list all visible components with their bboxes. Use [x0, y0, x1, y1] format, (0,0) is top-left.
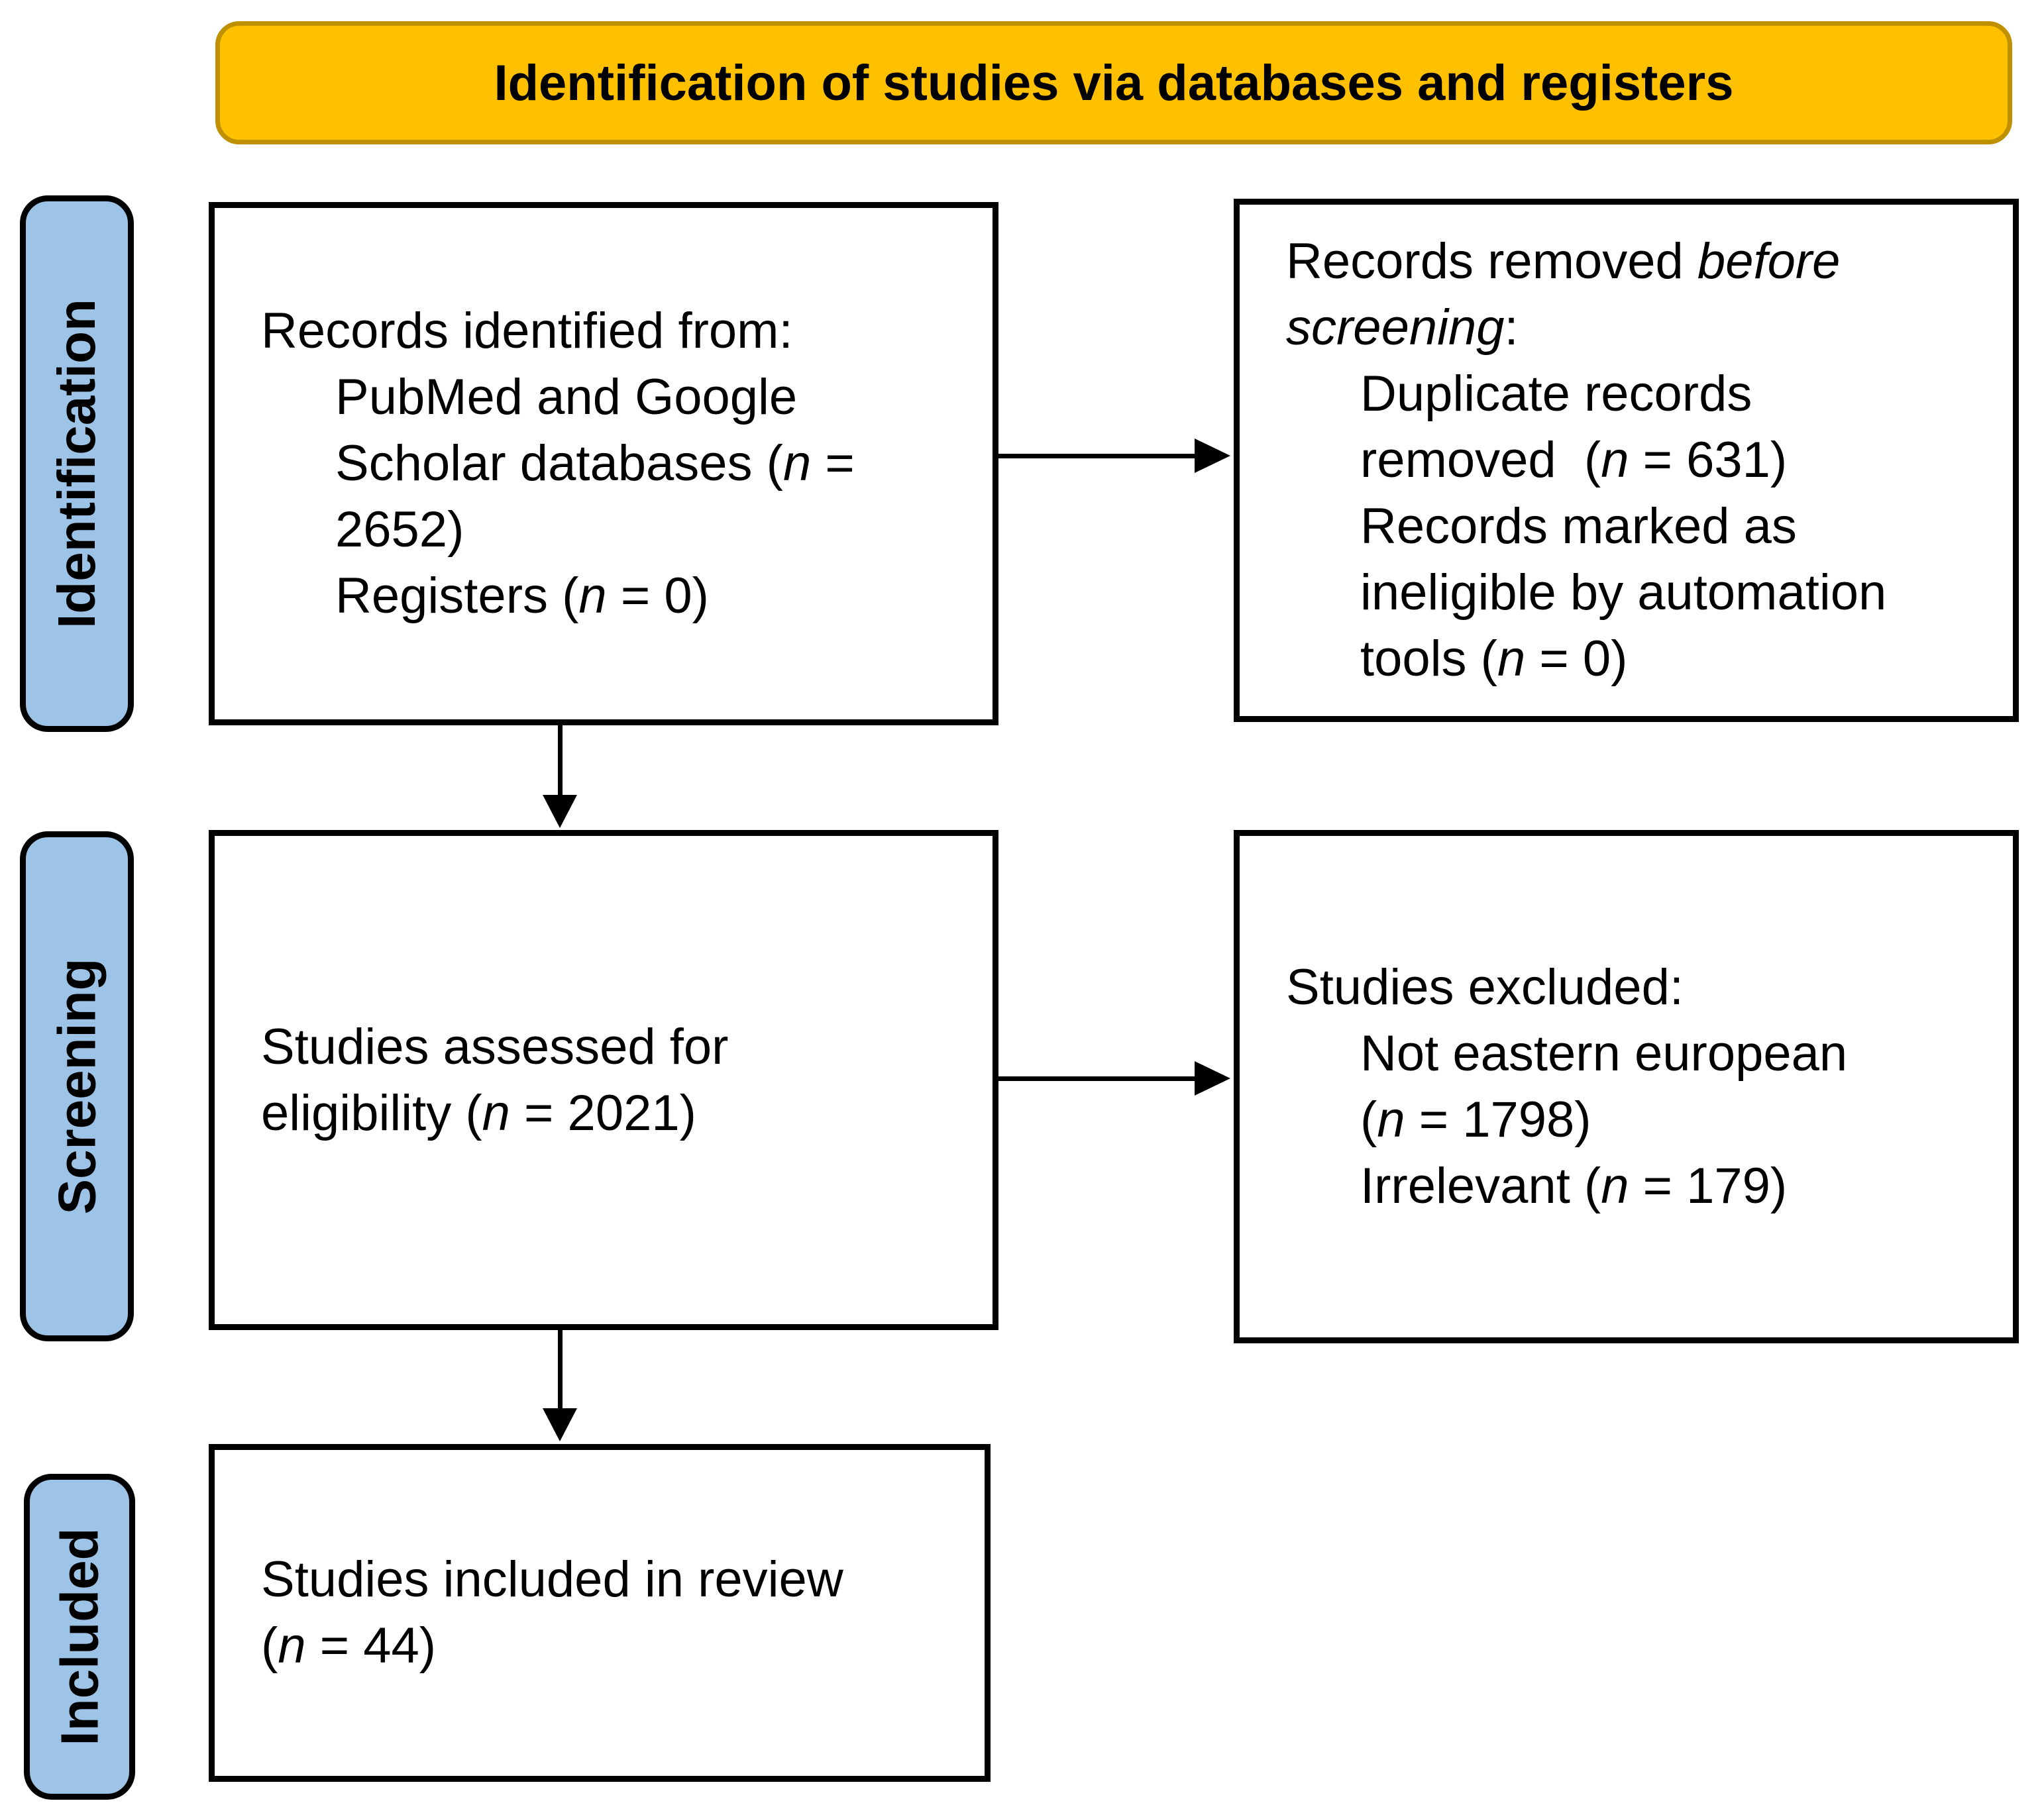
- text-line: Records marked as: [1360, 498, 1797, 554]
- header-title: Identification of studies via databases …: [494, 54, 1734, 111]
- text-line: Irrelevant (n = 179): [1360, 1157, 1788, 1214]
- arrow-identified-to-assessed-head: [543, 795, 577, 828]
- box-studies-included: Studies included in review (n = 44): [209, 1444, 991, 1782]
- text-line: Registers (n = 0): [335, 568, 709, 624]
- stage-label-included: Included: [24, 1474, 135, 1800]
- text-line: Studies excluded:: [1286, 958, 1684, 1015]
- header-banner: Identification of studies via databases …: [215, 21, 2012, 144]
- text-line: Studies included in review: [261, 1551, 843, 1608]
- arrow-assessed-to-excluded-head: [1195, 1061, 1230, 1096]
- text-line: Studies assessed for: [261, 1018, 729, 1075]
- stage-label-screening-text: Screening: [47, 958, 107, 1215]
- arrow-identified-to-removed-head: [1195, 439, 1230, 473]
- arrow-identified-to-removed-shaft: [997, 454, 1197, 458]
- text-line: screening:: [1286, 299, 1519, 356]
- text-line: tools (n = 0): [1360, 631, 1628, 687]
- arrow-assessed-to-excluded-shaft: [997, 1076, 1197, 1081]
- text-line: Records identified from:: [261, 303, 793, 359]
- text-line: Scholar databases (n =: [335, 435, 855, 491]
- stage-label-identification-text: Identification: [47, 299, 106, 629]
- text-line: Duplicate records: [1360, 366, 1752, 422]
- text-line: removed (n = 631): [1360, 432, 1788, 488]
- text-line: 2652): [335, 501, 464, 558]
- text-line: ineligible by automation: [1360, 564, 1887, 621]
- stage-label-identification: Identification: [20, 195, 134, 732]
- box-studies-assessed: Studies assessed for eligibility (n = 202…: [209, 830, 998, 1330]
- box-studies-excluded: Studies excluded: Not eastern european (n …: [1234, 830, 2019, 1343]
- stage-label-screening: Screening: [20, 831, 134, 1341]
- text-line: PubMed and Google: [335, 369, 798, 425]
- box-records-identified: Records identified from: PubMed and Googl…: [209, 202, 998, 725]
- text-line: (n = 44): [261, 1618, 437, 1674]
- box-records-removed-before-screening: Records removed before screening: Duplicat…: [1234, 199, 2019, 722]
- text-line: Not eastern european: [1360, 1025, 1848, 1082]
- text-line: Records removed before: [1286, 233, 1841, 289]
- stage-label-included-text: Included: [50, 1527, 109, 1746]
- arrow-assessed-to-included-shaft: [558, 1330, 563, 1411]
- text-line: eligibility (n = 2021): [261, 1084, 696, 1141]
- arrow-identified-to-assessed-shaft: [558, 725, 563, 798]
- text-line: (n = 1798): [1360, 1091, 1591, 1148]
- arrow-assessed-to-included-head: [543, 1408, 577, 1441]
